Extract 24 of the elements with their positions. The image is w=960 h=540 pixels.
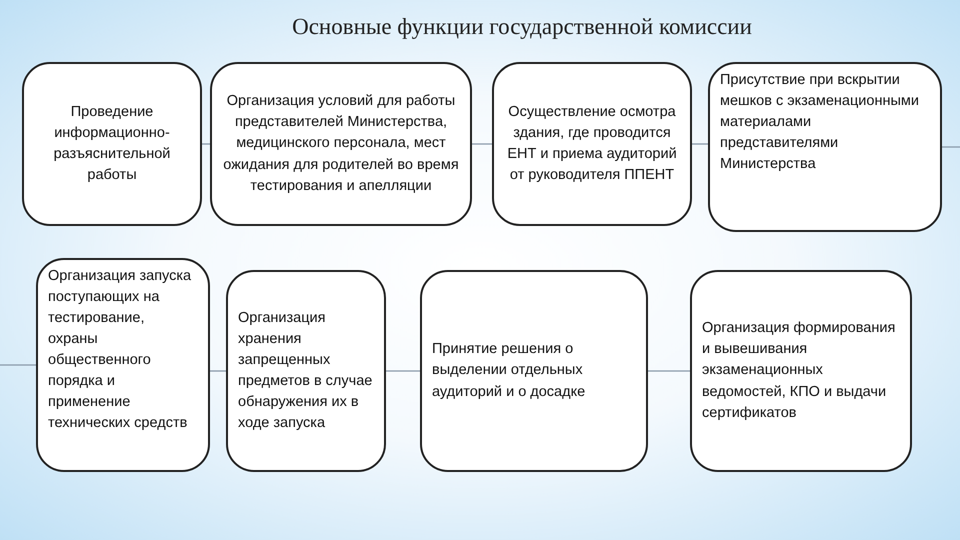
function-box bbox=[210, 62, 472, 226]
connector-line bbox=[386, 370, 420, 372]
connector-line bbox=[648, 370, 690, 372]
function-box bbox=[420, 270, 648, 472]
function-text: Проведение информационно-разъяснительной работы bbox=[52, 102, 172, 186]
function-text: Организация хранения запрещенных предметов в случае обнаружения их в ходе запуска bbox=[238, 308, 374, 434]
connector-line bbox=[692, 143, 708, 145]
connector-line bbox=[210, 370, 226, 372]
function-box bbox=[226, 270, 386, 472]
function-text: Осуществление осмотра здания, где проводится ЕНТ и приема аудиторий от руководителя ППЕНТ bbox=[506, 102, 678, 186]
function-text: Организация запуска поступающих на тестирование, охраны общественного порядка и применение технических средств bbox=[48, 267, 192, 434]
function-text: Организация формирования и вывешивания экзаменационных ведомостей, КПО и выдачи сертификатов bbox=[702, 319, 896, 423]
title: Основные функции государственной комиссии bbox=[291, 14, 753, 40]
connector-line bbox=[472, 143, 492, 145]
connector-line bbox=[0, 364, 36, 366]
connector-line bbox=[942, 146, 960, 148]
function-box bbox=[708, 62, 942, 232]
function-text: Организация условий для работы представителей Министерства, медицинского персонала, мест ожидания для родителей во время тестирования и апелляции bbox=[222, 92, 460, 196]
function-box bbox=[492, 62, 692, 226]
function-text: Присутствие при вскрытии мешков с экзаменационными материалами представителями Министерства bbox=[720, 71, 920, 174]
function-text: Принятие решения о выделении отдельных аудиторий и о досадке bbox=[432, 340, 586, 402]
function-box bbox=[22, 62, 202, 226]
function-box bbox=[690, 270, 912, 472]
function-box bbox=[36, 258, 210, 472]
